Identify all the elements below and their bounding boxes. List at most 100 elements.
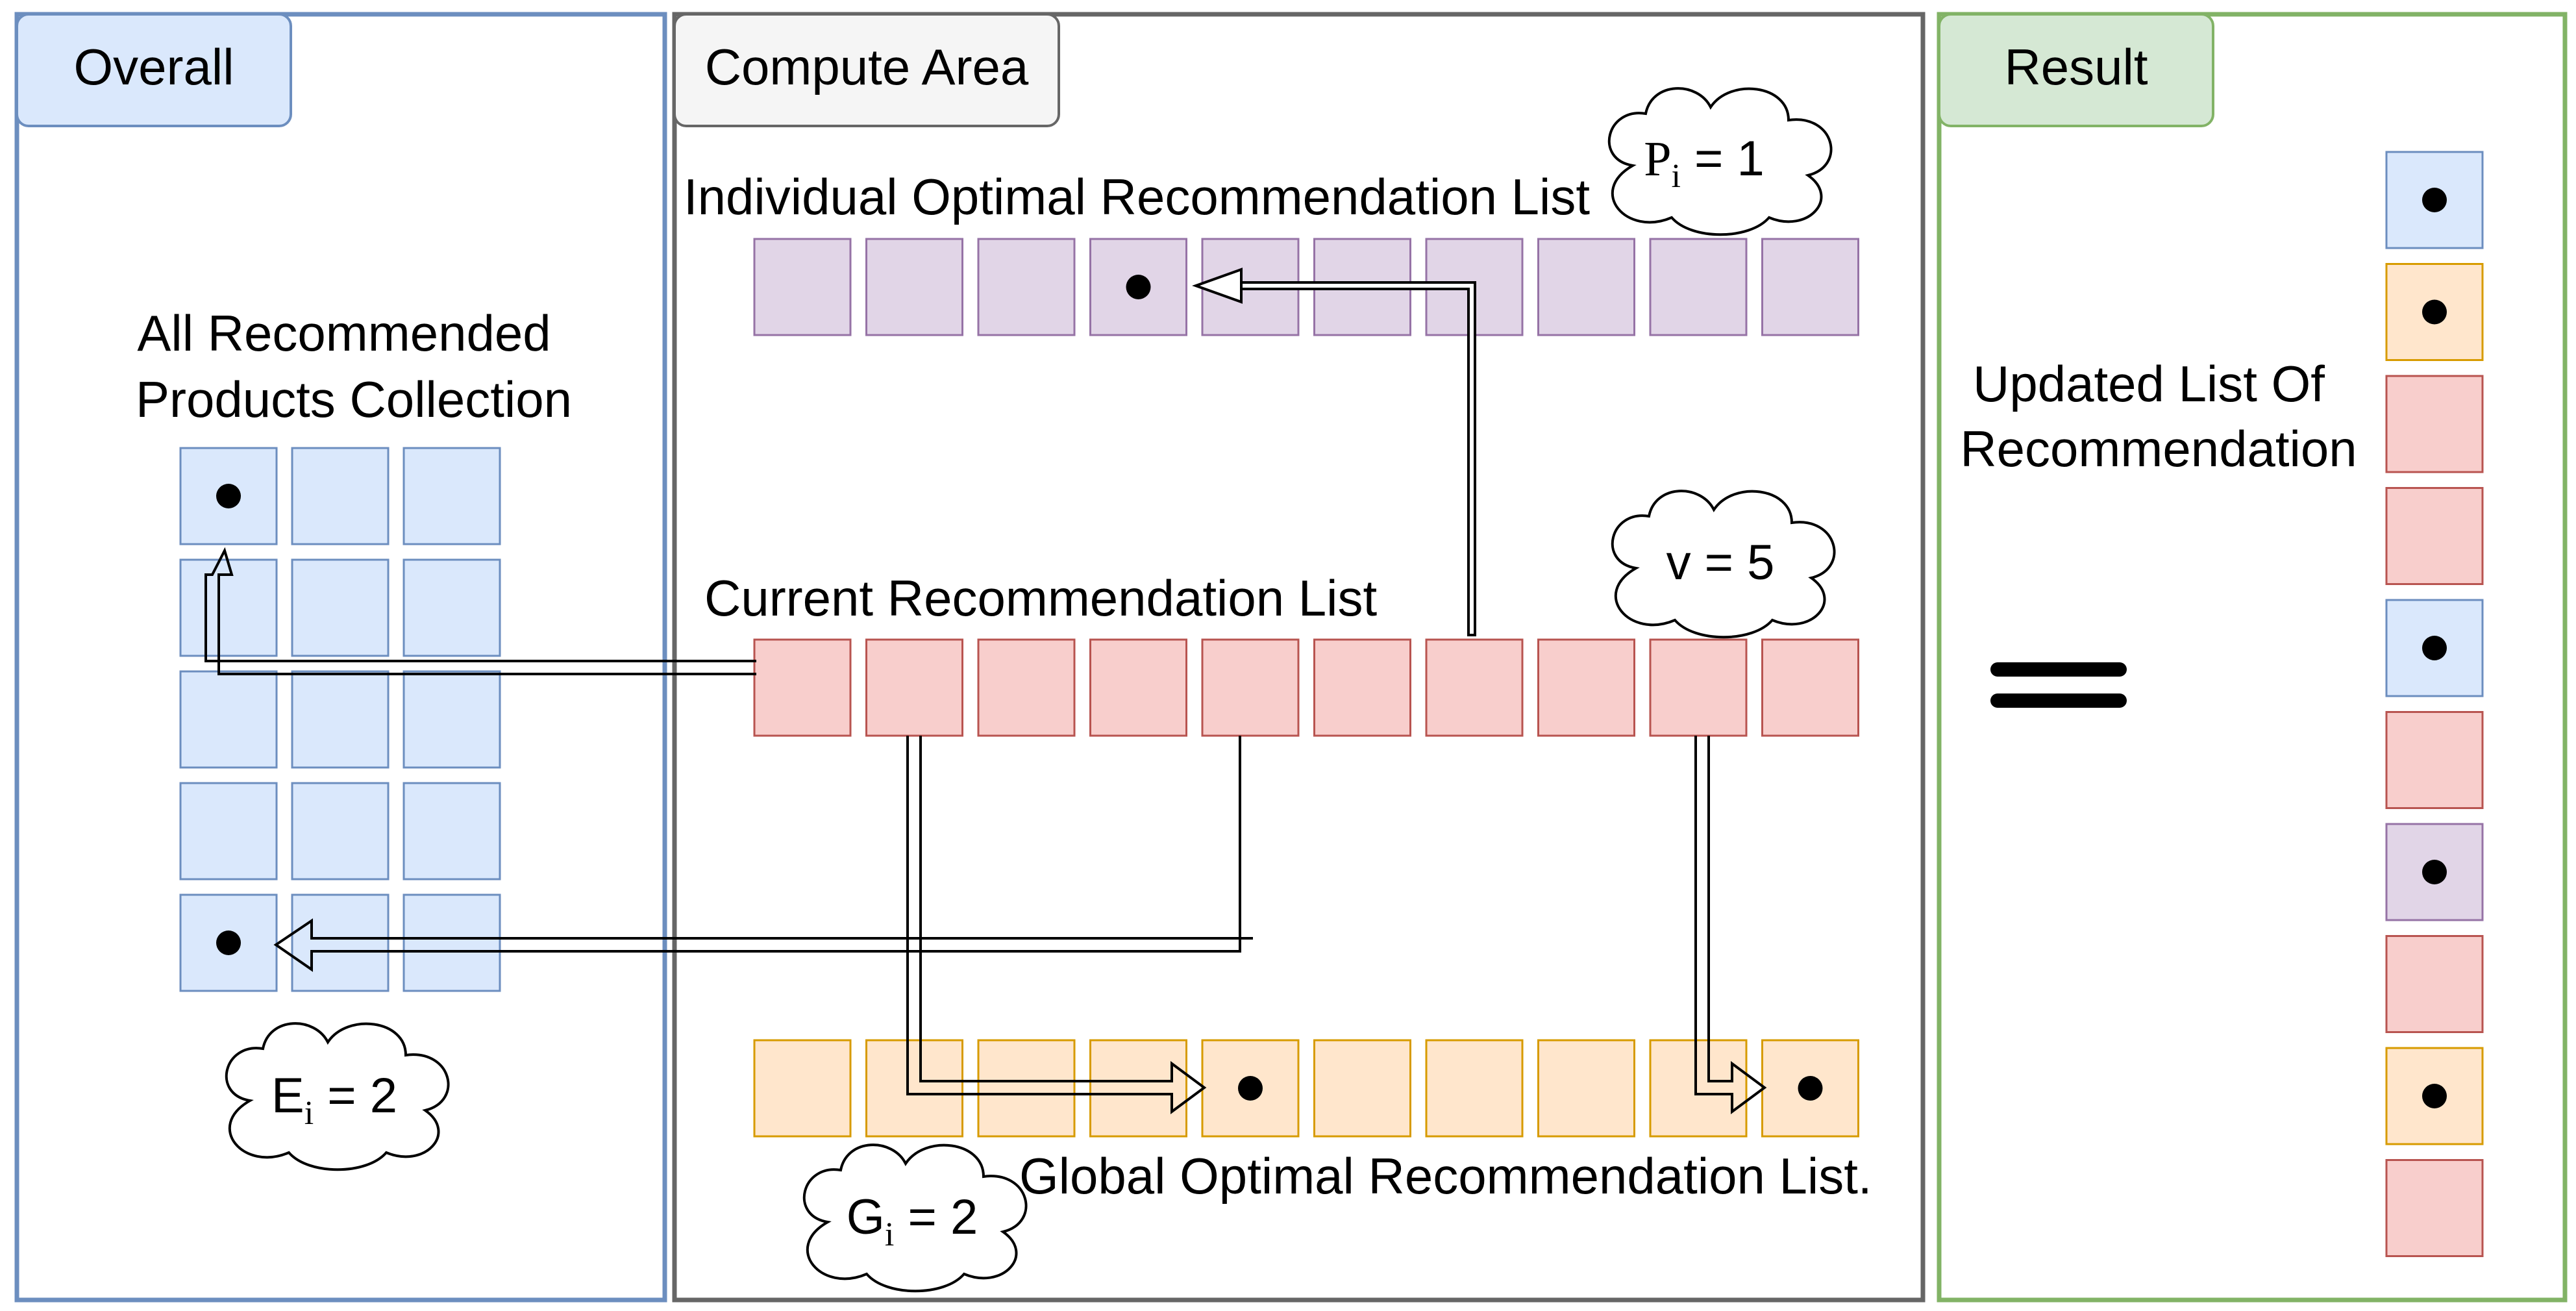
current-item-2-box	[865, 638, 963, 737]
individual-optimal-list	[753, 238, 1859, 336]
arrow-current-to-global-5	[906, 736, 1207, 1114]
arrow-current-to-overall-top	[204, 547, 756, 675]
current-item-1-box	[753, 638, 852, 737]
global-item-6-box	[1313, 1039, 1411, 1138]
svg-text:Gi = 2: Gi = 2	[847, 1190, 978, 1253]
svg-text:Pi = 1: Pi = 1	[1644, 131, 1765, 195]
result-item-9	[2385, 1047, 2484, 1145]
global-item-3	[977, 1039, 1076, 1138]
current-item-8	[1537, 638, 1635, 737]
global-item-5-dot	[1238, 1076, 1263, 1101]
equals-bar-bottom	[1990, 693, 2127, 708]
compute-panel-frame	[672, 12, 1926, 1303]
current-item-10-box	[1761, 638, 1859, 737]
overall-panel-frame	[14, 12, 667, 1303]
result-label-line1: Updated List Of	[1973, 355, 2325, 412]
individual-item-9	[1649, 238, 1748, 336]
product-cell-4-0	[179, 893, 278, 992]
individual-item-4	[1089, 238, 1187, 336]
global-item-4-box	[1089, 1039, 1187, 1138]
ei-value: = 2	[314, 1068, 397, 1123]
result-label-line2: Recommendation	[1960, 420, 2357, 477]
individual-item-4-dot	[1126, 275, 1151, 299]
pi-cloud: Pi = 1	[1607, 87, 1833, 236]
global-item-3-box	[977, 1039, 1076, 1138]
flow-arrows	[204, 268, 1767, 1114]
current-item-5-box	[1201, 638, 1300, 737]
result-item-2	[2385, 263, 2484, 361]
current-recommendation-list	[753, 638, 1859, 737]
result-item-4	[2385, 487, 2484, 585]
product-cell-1-2-box	[402, 558, 501, 657]
overall-tab-label: Overall	[73, 38, 234, 95]
product-cell-3-1-box	[291, 782, 390, 880]
result-item-10-box	[2385, 1159, 2484, 1257]
global-item-9-box	[1649, 1039, 1748, 1138]
current-item-7-box	[1425, 638, 1524, 737]
arrow-current-to-overall-bottom	[273, 736, 1253, 972]
compute-tab	[673, 13, 1060, 127]
result-item-5-dot	[2422, 636, 2447, 660]
result-item-6	[2385, 711, 2484, 809]
product-cell-3-0	[179, 782, 278, 880]
product-cell-4-2-box	[402, 893, 501, 992]
product-cell-0-1-box	[291, 447, 390, 545]
current-item-4	[1089, 638, 1187, 737]
individual-list-label: Individual Optimal Recommendation List	[684, 168, 1590, 225]
arrow-current-to-individual	[1192, 268, 1476, 636]
current-item-3-box	[977, 638, 1076, 737]
global-item-9	[1649, 1039, 1748, 1138]
current-item-8-box	[1537, 638, 1635, 737]
global-item-8-box	[1537, 1039, 1635, 1138]
individual-item-3-box	[977, 238, 1076, 336]
global-item-1-box	[753, 1039, 852, 1138]
overall-tab	[16, 13, 292, 127]
individual-item-9-box	[1649, 238, 1748, 336]
current-item-2	[865, 638, 963, 737]
global-item-7	[1425, 1039, 1524, 1138]
global-item-2	[865, 1039, 963, 1138]
result-item-4-box	[2385, 487, 2484, 585]
current-item-9	[1649, 638, 1748, 737]
arrow-current-to-global-10	[1694, 736, 1767, 1114]
product-cell-0-2	[402, 447, 501, 545]
individual-item-2	[865, 238, 963, 336]
compute-panel: Compute Area	[672, 12, 1926, 1303]
current-item-10	[1761, 638, 1859, 737]
individual-item-10	[1761, 238, 1859, 336]
product-cell-0-0-dot	[216, 484, 241, 508]
product-cell-2-2-box	[402, 670, 501, 769]
result-item-7	[2385, 823, 2484, 921]
pi-value: = 1	[1681, 131, 1765, 186]
result-item-1-dot	[2422, 188, 2447, 212]
overall-title-line2: Products Collection	[136, 371, 572, 428]
global-item-5	[1201, 1039, 1300, 1138]
product-cell-2-1	[291, 670, 390, 769]
result-item-2-dot	[2422, 299, 2447, 325]
current-item-6-box	[1313, 638, 1411, 737]
product-cell-4-1-box	[291, 893, 390, 992]
individual-item-3	[977, 238, 1076, 336]
result-item-10	[2385, 1159, 2484, 1257]
result-item-8	[2385, 935, 2484, 1033]
result-item-6-box	[2385, 711, 2484, 809]
product-cell-3-0-box	[179, 782, 278, 880]
result-item-5	[2385, 599, 2484, 697]
result-tab-label: Result	[2004, 38, 2148, 95]
overall-title-line1: All Recommended	[137, 305, 551, 362]
product-cell-4-1	[291, 893, 390, 992]
product-cell-0-1	[291, 447, 390, 545]
ei-cloud: Ei = 2	[225, 1022, 450, 1171]
individual-item-2-box	[865, 238, 963, 336]
global-item-10-dot	[1798, 1076, 1823, 1101]
individual-item-8	[1537, 238, 1635, 336]
pi-symbol: P	[1644, 132, 1671, 186]
ei-symbol: E	[271, 1068, 304, 1123]
result-tab	[1938, 13, 2214, 127]
product-cell-1-1	[291, 558, 390, 657]
result-panel-frame	[1937, 12, 2568, 1303]
ei-subscript: i	[304, 1095, 314, 1132]
product-cell-3-2	[402, 782, 501, 880]
individual-item-1	[753, 238, 852, 336]
